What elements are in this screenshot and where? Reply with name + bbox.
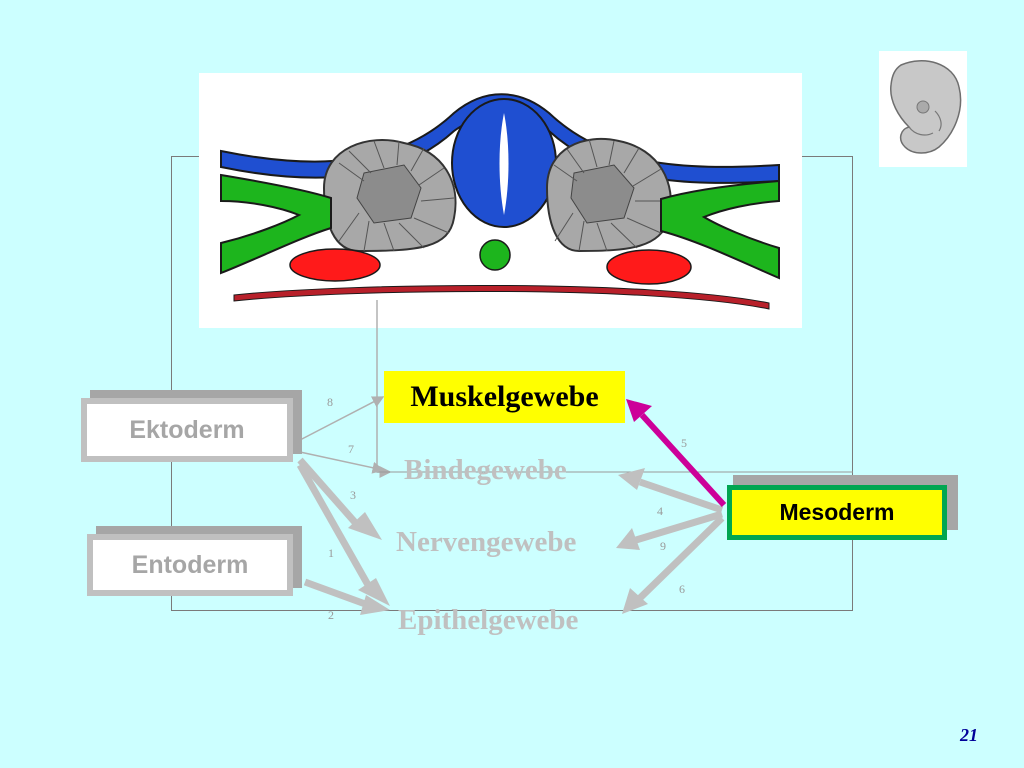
page-number: 21 (960, 725, 978, 745)
ektoderm-box: Ektoderm (81, 398, 293, 462)
embryo-thumbnail (879, 51, 967, 167)
ektoderm-label: Ektoderm (129, 415, 245, 444)
epithelgewebe-label: Epithelgewebe (398, 604, 579, 636)
mesoderm-box: Mesoderm (727, 485, 947, 540)
arrow-number-9: 9 (660, 539, 666, 553)
arrow-number-4: 4 (657, 504, 663, 518)
arrow-number-5: 5 (681, 436, 687, 450)
bindegewebe-label: Bindegewebe (404, 454, 567, 486)
entoderm-label: Entoderm (131, 550, 249, 579)
nervengewebe-label: Nervengewebe (396, 526, 577, 558)
arrow-number-6: 6 (679, 582, 685, 596)
arrow-number-1: 1 (328, 546, 334, 560)
arrow-number-8: 8 (327, 395, 333, 409)
arrow-number-3: 3 (350, 488, 356, 502)
entoderm-box: Entoderm (87, 534, 293, 596)
arrow-number-2: 2 (328, 608, 334, 622)
embryo-cross-section-illustration (199, 73, 802, 328)
arrow-number-7: 7 (348, 442, 354, 456)
muskelgewebe-label: Muskelgewebe (410, 380, 599, 413)
muskelgewebe-box: Muskelgewebe (384, 371, 625, 423)
mesoderm-label: Mesoderm (779, 499, 895, 525)
